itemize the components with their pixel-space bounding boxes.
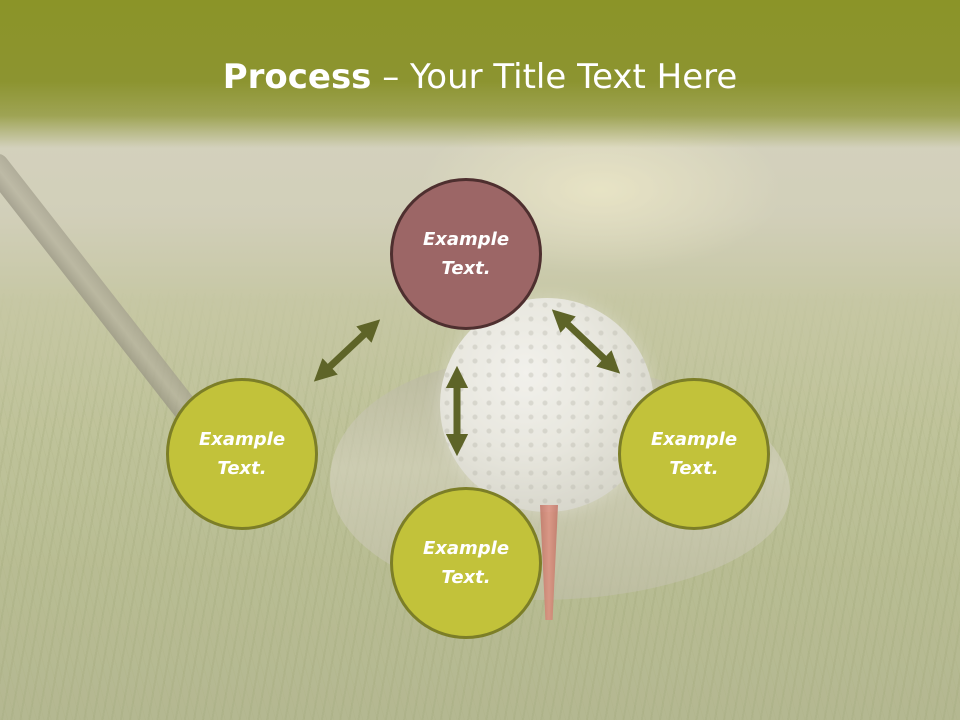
node-bottom-line2: Text. [441, 567, 491, 588]
title-banner [0, 0, 960, 148]
golf-tee [540, 505, 558, 620]
title-bold: Process [222, 57, 372, 97]
title-rest: – Your Title Text Here [371, 57, 738, 97]
node-left-line1: Example [198, 429, 286, 450]
arrow-top-left[interactable] [313, 319, 381, 382]
node-top-line1: Example [422, 229, 510, 250]
node-right-line2: Text. [669, 458, 719, 479]
arrow-top-right[interactable] [551, 309, 621, 374]
node-bottom-line1: Example [422, 538, 510, 559]
node-left-line2: Text. [217, 458, 267, 479]
slide-title[interactable]: Process – Your Title Text Here [0, 52, 960, 102]
node-top-line2: Text. [441, 258, 491, 279]
node-right-line1: Example [650, 429, 738, 450]
